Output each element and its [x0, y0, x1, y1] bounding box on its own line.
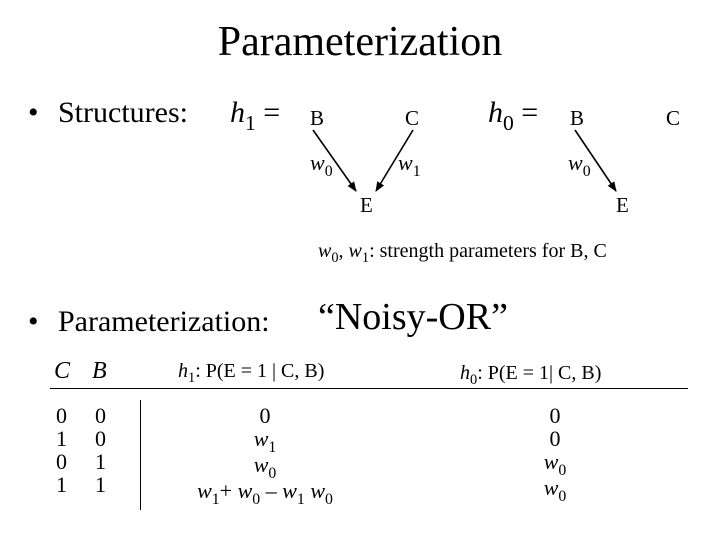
- h0-value: w0: [543, 449, 567, 479]
- h1-edge-b-to-e: [312, 129, 357, 192]
- w0-var: w: [310, 150, 325, 175]
- col-h1-values: 0 w1 w0 w1+ w0 – w1 w0: [160, 403, 370, 508]
- col-header-c: C: [54, 358, 70, 385]
- col-b-values: 0 0 1 1: [95, 404, 106, 496]
- parameterization-label: Parameterization:: [58, 305, 270, 338]
- col-header-b: B: [92, 358, 107, 385]
- note-w1-sub: 1: [361, 250, 370, 267]
- note-sep: ,: [338, 240, 349, 262]
- h1-value: w1+ w0 – w1 w0: [197, 478, 333, 508]
- note-w0: w: [318, 240, 332, 262]
- table-divider-rule: [140, 400, 141, 510]
- w1-var: w: [398, 150, 413, 175]
- structures-label: Structures:: [58, 96, 188, 129]
- header-h1-rest: : P(E = 1 | C, B): [195, 360, 325, 382]
- h0-node-c: C: [666, 106, 681, 130]
- note-w1: w: [348, 240, 362, 262]
- h0-value: 0: [549, 426, 561, 451]
- header-h1-var: h: [178, 360, 188, 382]
- h0-sub: 0: [503, 110, 514, 135]
- table-cell: 1: [95, 472, 106, 497]
- h0-eq: =: [521, 96, 539, 129]
- header-h0-sub: 0: [470, 372, 478, 389]
- h0-node-b: B: [570, 106, 585, 130]
- table-cell: 0: [95, 403, 106, 428]
- header-c-text: C: [54, 358, 71, 384]
- h0-edge-b-to-e: [574, 129, 617, 192]
- note-w0-sub: 0: [331, 250, 339, 267]
- h0-value: w0: [543, 475, 567, 505]
- noisy-or-label: “Noisy-OR”: [318, 296, 508, 338]
- parameterization-bullet: •: [28, 305, 39, 338]
- h1-eq: =: [263, 96, 281, 129]
- col-header-h0: h0: P(E = 1| C, B): [460, 362, 602, 389]
- h1-value: 0: [259, 403, 271, 428]
- w1-sub: 1: [412, 162, 421, 180]
- header-h0-var: h: [460, 362, 470, 384]
- h1-var: h: [230, 96, 245, 129]
- table-header-rule: [50, 388, 688, 389]
- h1-node-b: B: [310, 106, 325, 130]
- table-cell: 1: [56, 426, 67, 451]
- w0-var: w: [568, 150, 583, 175]
- h0-weight-w0: w0: [568, 150, 591, 180]
- col-header-h1: h1: P(E = 1 | C, B): [178, 360, 325, 387]
- h0-node-e: E: [616, 193, 629, 217]
- table-cell: 1: [95, 449, 106, 474]
- h1-node-e: E: [360, 193, 373, 217]
- h1-weight-w1: w1: [398, 150, 421, 180]
- col-h0-values: 0 0 w0 w0: [500, 403, 610, 505]
- h1-edge-c-to-e: [375, 129, 414, 192]
- header-b-text: B: [92, 358, 107, 384]
- h1-value: w1: [253, 426, 277, 456]
- table-cell: 1: [56, 472, 67, 497]
- w0-sub: 0: [324, 162, 333, 180]
- header-h1-sub: 1: [188, 370, 196, 387]
- header-h0-rest: : P(E = 1| C, B): [477, 362, 602, 384]
- h1-node-c: C: [405, 106, 420, 130]
- page-title: Parameterization: [217, 19, 503, 65]
- h1-value: w0: [253, 452, 277, 482]
- h1-sub: 1: [245, 110, 256, 135]
- w0-sub: 0: [582, 162, 591, 180]
- note-rest: : strength parameters for B, C: [369, 240, 607, 262]
- h1-equation: h1 =: [230, 96, 281, 135]
- structures-bullet: •: [28, 96, 39, 129]
- h0-value: 0: [549, 403, 561, 428]
- h0-equation: h0 =: [488, 96, 539, 135]
- h1-weight-w0: w0: [310, 150, 333, 180]
- table-cell: 0: [56, 449, 67, 474]
- col-c-values: 0 1 0 1: [56, 404, 67, 496]
- h0-var: h: [488, 96, 503, 129]
- table-cell: 0: [95, 426, 106, 451]
- strength-note: w0, w1: strength parameters for B, C: [318, 240, 607, 267]
- table-cell: 0: [56, 403, 67, 428]
